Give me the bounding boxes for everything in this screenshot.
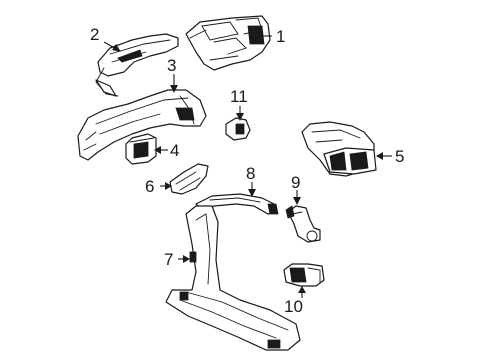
callout-6: 6 [145,177,154,196]
part-9-elbow [285,205,321,243]
callout-4: 4 [170,141,179,160]
part-6-clip [169,163,209,195]
arrow-11 [236,113,244,121]
arrow-9 [293,197,301,205]
part-1-duct-outlet [185,15,271,71]
part-10-block [283,263,325,287]
callout-10: 10 [284,297,303,316]
callout-5: 5 [395,147,404,166]
callout-9: 9 [291,173,300,192]
arrow-10 [298,286,306,293]
callout-8: 8 [246,164,255,183]
callout-7: 7 [164,250,173,269]
arrow-7 [183,255,190,263]
arrow-3 [170,85,178,93]
part-5-rear-outlet [301,121,377,177]
part-3-floor-duct [77,89,207,161]
arrow-4 [154,146,161,154]
arrow-6 [165,182,172,190]
arrow-5 [376,152,383,160]
arrow-8 [248,189,256,197]
part-4-bracket [125,133,157,165]
callout-2: 2 [90,25,99,44]
part-2-upper-duct [95,33,179,97]
part-7-floor-duct [165,205,301,351]
part-11-clip [225,117,251,141]
callout-11: 11 [230,87,248,106]
callout-1: 1 [276,27,285,46]
callout-3: 3 [167,56,176,75]
arrow-2 [112,44,121,52]
